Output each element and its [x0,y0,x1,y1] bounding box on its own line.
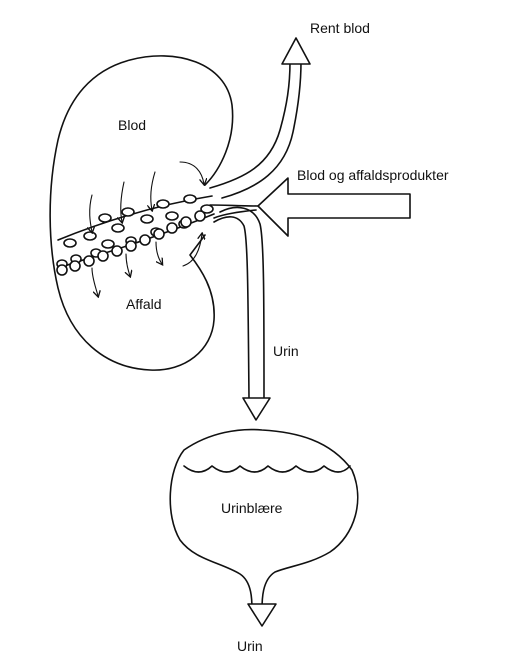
label-urin-out: Urin [237,638,263,654]
ureter-right [219,206,265,399]
renal-artery-lower [213,209,257,219]
renal-vein-inner [221,61,302,199]
label-urinblaere: Urinblære [221,500,283,516]
label-blod: Blod [118,117,146,133]
bladder-urine-surface [183,465,351,473]
label-blod-og-affald: Blod og affaldsprodukter [297,167,449,183]
renal-artery [209,204,259,207]
waste-arrows [91,234,202,296]
ureter-arrowhead [242,397,271,421]
kidney-outline [49,55,234,371]
tubule-beads [56,210,206,276]
renal-vein [209,61,291,189]
bladder-outline [169,428,359,611]
label-affald: Affald [126,296,162,312]
renal-artery-arrow [257,177,411,237]
label-rent-blod: Rent blod [310,20,370,36]
blood-cells [56,194,214,269]
label-urin-ureter: Urin [273,343,299,359]
urin-out-arrowhead [247,603,277,627]
filtration-arrows-top [90,161,204,232]
ureter-left [213,216,250,399]
rent-blod-arrowhead [281,37,311,65]
